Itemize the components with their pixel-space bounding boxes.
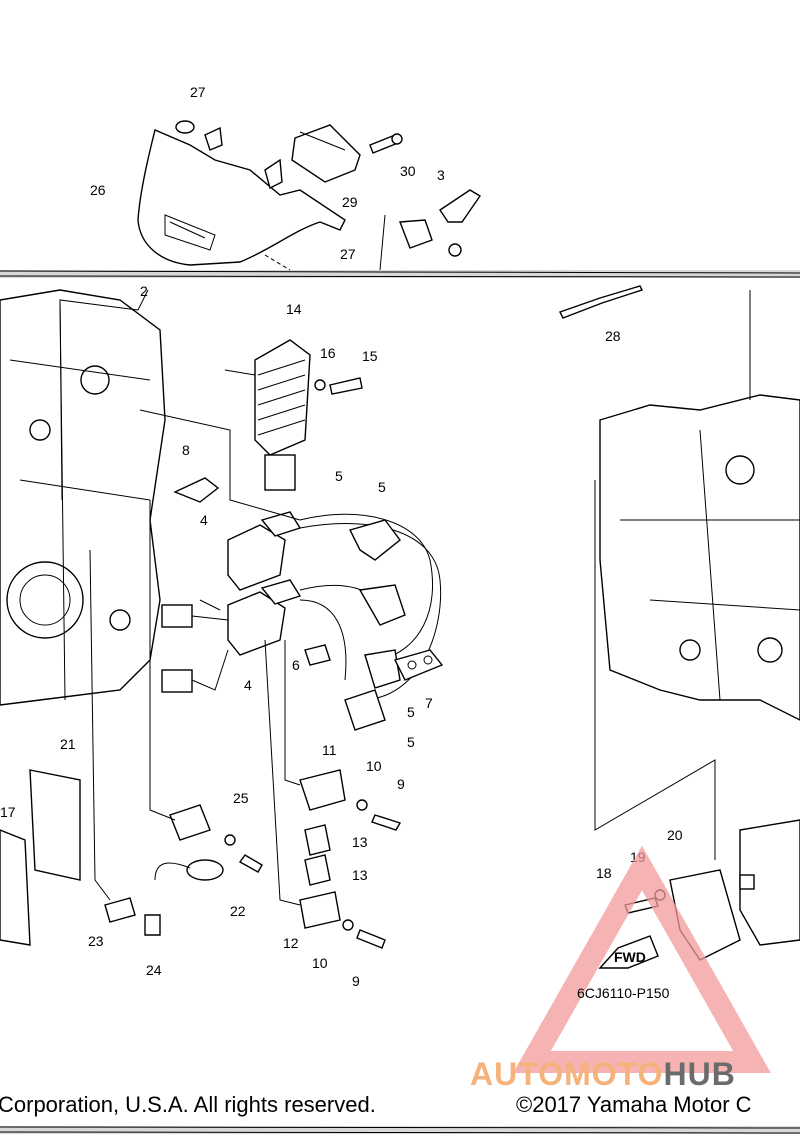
part-label: 26 [90,182,106,198]
connector-upper [161,604,193,628]
ignition-coil-upper-4 [227,511,302,591]
part-label: 14 [286,301,302,317]
fwd-arrow: FWD [598,935,659,969]
leader-lines [59,214,751,906]
part-label: 24 [146,962,162,978]
diagram-code: 6CJ6110-P150 [577,985,670,1001]
bolt-24 [144,914,161,936]
part-label: 10 [366,758,382,774]
wire-harness [191,615,229,691]
bracket-11 [299,769,402,831]
part-label: 7 [425,695,433,711]
panel-17 [0,829,31,946]
part-label: 8 [182,442,190,458]
part-label: 15 [362,348,378,364]
footer-copyright-left: Corporation, U.S.A. All rights reserved. [0,1092,376,1117]
cover-26 [137,120,346,266]
part-label: 12 [283,935,299,951]
fwd-label: FWD [614,949,646,965]
tear-line-bottom [0,1126,800,1134]
footer-copyright-right: ©2017 Yamaha Motor C [516,1092,752,1117]
part-label: 21 [60,736,76,752]
part-label: 23 [88,933,104,949]
connector-lower [161,669,193,693]
part-label: 18 [596,865,612,881]
clip-13-upper [304,824,331,856]
part-label: 30 [400,163,416,179]
part-label: 13 [352,867,368,883]
bracket-12 [299,891,386,949]
bracket-21 [29,769,81,881]
engine-block-left [0,289,166,706]
part-label: 5 [335,468,343,484]
watermark-logo: AUTOMOTOHUB [470,1056,736,1093]
part-label: 4 [244,677,252,693]
clip-13-lower [304,854,331,886]
grommet-22 [154,859,224,881]
clip-8 [173,477,220,503]
part-label: 4 [200,512,208,528]
cable-tie-28 [559,285,643,319]
part-label: 25 [233,790,249,806]
part-label: 10 [312,955,328,971]
module-29 [291,124,361,183]
watermark-triangle [513,845,771,1073]
spark-plug-leads-5 [299,513,442,731]
part-label: 17 [0,804,16,820]
ignition-coil-lower-4 [227,579,302,656]
part-label: 3 [437,167,445,183]
part-label: 13 [352,834,368,850]
bracket-3 [399,189,482,257]
part-label: 5 [407,734,415,750]
part-label: 27 [340,246,356,262]
part-label: 5 [407,704,415,720]
part-label: 16 [320,345,336,361]
part-label: 27 [190,84,206,100]
tear-line-top [0,270,800,278]
part-labels: 27 26 29 30 3 27 2 14 16 15 28 8 5 5 4 6… [0,84,683,989]
part-label: 9 [352,973,360,989]
part-label: 2 [140,283,148,299]
part-label: 29 [342,194,358,210]
part-label: 9 [397,776,405,792]
part-label: 20 [667,827,683,843]
rectifier-regulator-14 [254,339,363,491]
part-label: 22 [230,903,246,919]
watermark-text-colored: AUTOMOTO [470,1056,664,1092]
engine-block-right [599,394,800,721]
bolt-30 [369,133,403,154]
watermark-text-gray: HUB [663,1056,736,1092]
bracket-7 [393,649,444,681]
sensor-25 [169,804,263,873]
part-label: 5 [378,479,386,495]
part-label: 6 [292,657,300,673]
part-label: 28 [605,328,621,344]
clamp-23 [104,897,136,923]
part-label: 11 [322,742,337,758]
ecu-unit [739,819,800,946]
clip-6 [304,644,331,666]
